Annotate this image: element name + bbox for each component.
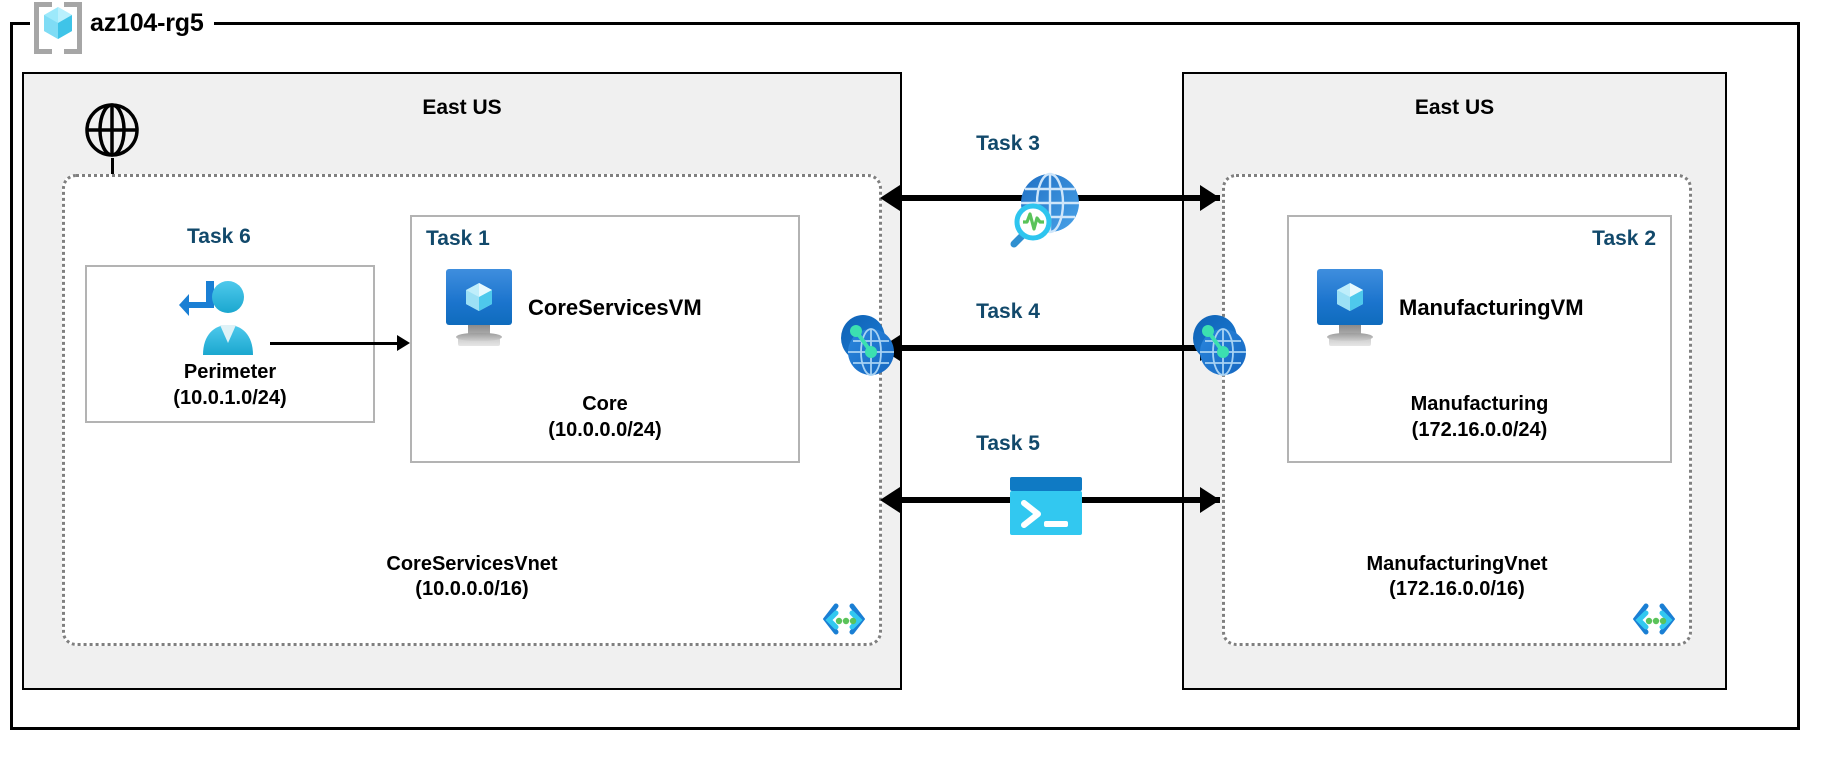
cloud-shell-terminal-icon bbox=[1010, 477, 1082, 535]
virtual-machine-icon bbox=[444, 269, 514, 347]
subnet-manufacturing-cidr: (172.16.0.0/24) bbox=[1411, 419, 1548, 441]
subnet-code-brackets-icon bbox=[822, 603, 866, 635]
vnet-coreservices-name: CoreServicesVnet bbox=[386, 552, 558, 575]
connection-task5-arrowhead-left bbox=[880, 487, 900, 513]
task-tag-1: Task 1 bbox=[426, 227, 490, 250]
vnet-coreservices: Perimeter (10.0.1.0/24) bbox=[62, 174, 882, 646]
connection-task3-arrowhead-left bbox=[880, 185, 900, 211]
vnet-coreservices-cidr: (10.0.0.0/16) bbox=[415, 578, 529, 601]
vm-manufacturing-name: ManufacturingVM bbox=[1399, 295, 1584, 320]
task-tag-6: Task 6 bbox=[187, 225, 251, 248]
perimeter-to-core-arrowhead bbox=[397, 335, 410, 351]
subnet-perimeter-caption: Perimeter (10.0.1.0/24) bbox=[87, 359, 373, 411]
subnet-core-name: Core bbox=[582, 393, 628, 415]
region-title-left: East US bbox=[422, 96, 502, 119]
network-watcher-globe-magnifier-icon bbox=[1000, 168, 1086, 250]
connection-task3-label: Task 3 bbox=[976, 132, 1040, 155]
virtual-machine-icon bbox=[1315, 269, 1385, 347]
user-login-icon bbox=[173, 275, 265, 359]
resource-group-label: az104-rg5 bbox=[30, 0, 214, 54]
subnet-core-cidr: (10.0.0.0/24) bbox=[548, 419, 662, 441]
subnet-manufacturing-name: Manufacturing bbox=[1410, 393, 1549, 415]
vm-coreservices: CoreServicesVM bbox=[444, 269, 702, 347]
vnet-manufacturing: Task 2 ManufacturingVM bbox=[1222, 174, 1692, 646]
connection-task5-label: Task 5 bbox=[976, 432, 1040, 455]
connection-task3-arrowhead-right bbox=[1200, 185, 1220, 211]
perimeter-to-core-line bbox=[270, 342, 398, 345]
subnet-code-brackets-icon bbox=[1632, 603, 1676, 635]
region-panel-right: East US Task 2 bbox=[1182, 72, 1727, 690]
subnet-core: Task 1 CoreServicesVM bbox=[410, 215, 800, 463]
connection-task5-arrowhead-right bbox=[1200, 487, 1220, 513]
subnet-manufacturing: Task 2 ManufacturingVM bbox=[1287, 215, 1672, 463]
vnet-manufacturing-name: ManufacturingVnet bbox=[1366, 552, 1548, 575]
vm-coreservices-name: CoreServicesVM bbox=[528, 295, 702, 320]
vnet-coreservices-caption: CoreServicesVnet (10.0.0.0/16) bbox=[65, 552, 879, 603]
azure-resource-group-cube-icon bbox=[34, 0, 82, 54]
globe-icon bbox=[84, 102, 140, 158]
subnet-perimeter-name: Perimeter bbox=[183, 361, 277, 383]
vnet-manufacturing-cidr: (172.16.0.0/16) bbox=[1389, 578, 1525, 601]
subnet-manufacturing-caption: Manufacturing (172.16.0.0/24) bbox=[1289, 391, 1670, 443]
vnet-peering-icon bbox=[838, 310, 900, 384]
resource-group-name: az104-rg5 bbox=[90, 8, 204, 37]
connection-task4-label: Task 4 bbox=[976, 300, 1040, 323]
subnet-perimeter-cidr: (10.0.1.0/24) bbox=[173, 387, 287, 409]
vnet-manufacturing-caption: ManufacturingVnet (172.16.0.0/16) bbox=[1225, 552, 1689, 603]
subnet-core-caption: Core (10.0.0.0/24) bbox=[412, 391, 798, 443]
task-tag-2: Task 2 bbox=[1592, 227, 1656, 250]
region-title-right: East US bbox=[1414, 96, 1495, 119]
vm-manufacturing: ManufacturingVM bbox=[1315, 269, 1584, 347]
region-panel-left: East US Perimeter (10.0.1.0/24) bbox=[22, 72, 902, 690]
connection-task4-line bbox=[900, 345, 1220, 351]
vnet-peering-icon bbox=[1190, 310, 1252, 384]
